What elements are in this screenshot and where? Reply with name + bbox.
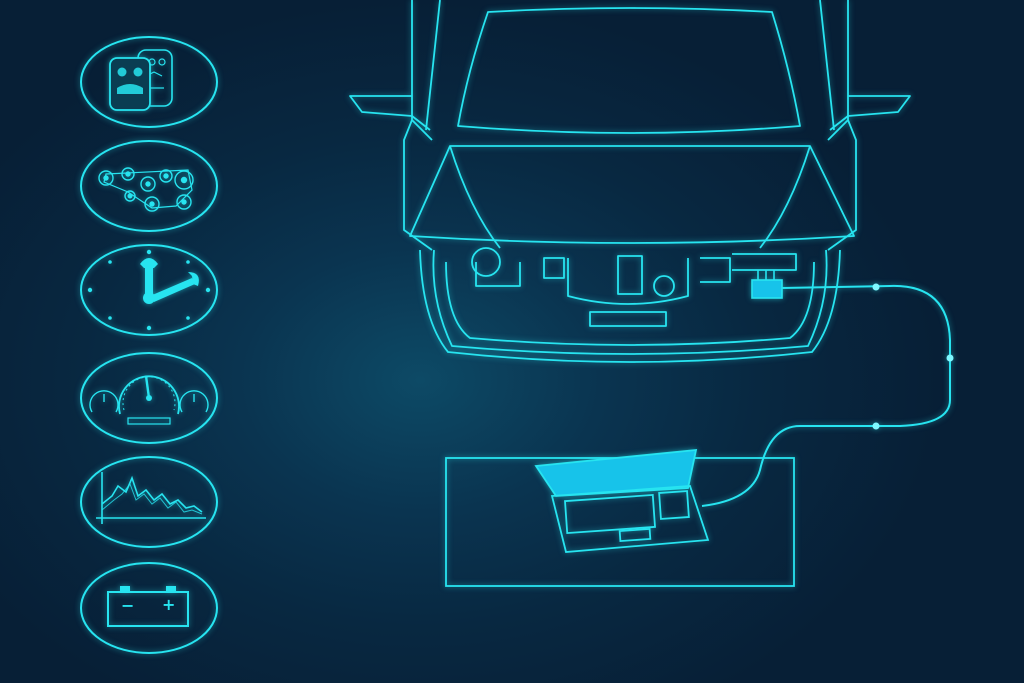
diagnostic-graph-icon	[80, 456, 218, 548]
engine-belt-pulleys-icon	[80, 140, 218, 232]
clock-wrench-icon	[80, 244, 218, 336]
obd-connector	[751, 270, 783, 299]
cable-glow-dots	[872, 283, 954, 430]
laptop	[534, 448, 710, 553]
battery-plus-label: +	[162, 595, 176, 614]
car-front-outline	[349, 0, 911, 363]
dashboard-gauges-icon	[80, 352, 218, 444]
diagnostic-cable	[701, 284, 951, 507]
battery-minus-label: −	[121, 596, 135, 615]
car-key-fob-icon	[80, 36, 218, 128]
car-battery-icon: − +	[80, 562, 218, 654]
